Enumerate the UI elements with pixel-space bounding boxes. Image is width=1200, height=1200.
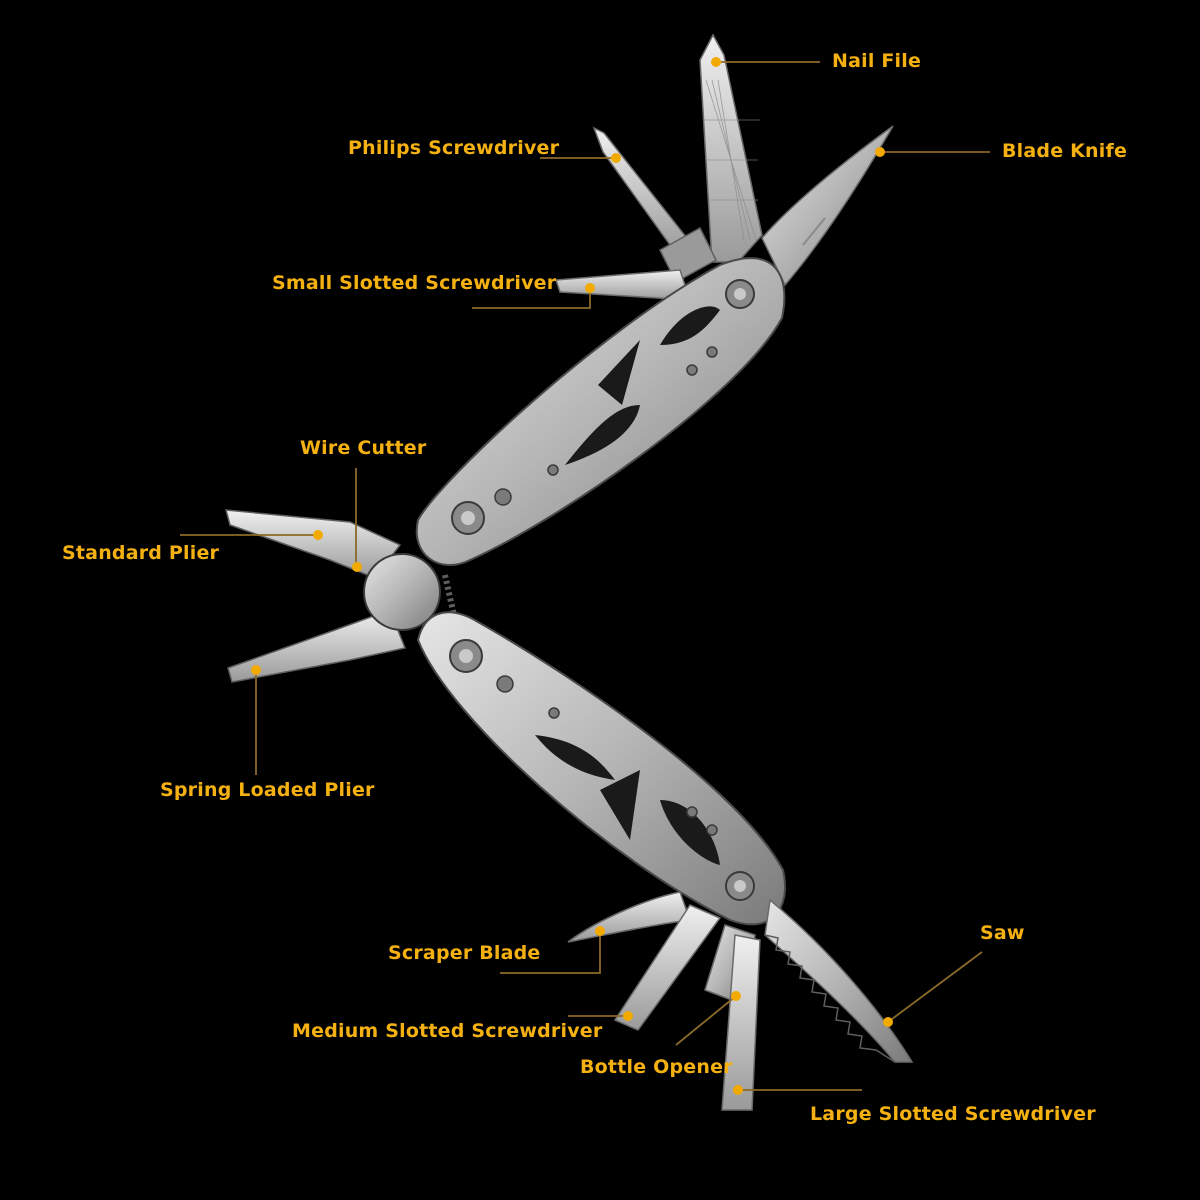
dot-spring-loaded-plier [251,665,261,675]
dot-medium-slotted-screwdriver [623,1011,633,1021]
label-philips-screwdriver: Philips Screwdriver [348,137,560,159]
label-large-slotted-screwdriver: Large Slotted Screwdriver [810,1103,1096,1125]
dot-blade-knife [875,147,885,157]
dot-standard-plier [313,530,323,540]
label-spring-loaded-plier: Spring Loaded Plier [160,779,375,801]
dot-wire-cutter [352,562,362,572]
label-bottle-opener: Bottle Opener [580,1056,733,1078]
philips-screwdriver-tool [592,126,717,284]
dot-philips-screwdriver [611,153,621,163]
label-nail-file: Nail File [832,50,922,72]
leader-small-slotted-screwdriver [472,288,591,309]
dot-nail-file [711,57,721,67]
leader-saw [887,951,983,1023]
label-medium-slotted-screwdriver: Medium Slotted Screwdriver [292,1020,603,1042]
label-wire-cutter: Wire Cutter [300,437,427,459]
dot-saw [883,1017,893,1027]
dot-small-slotted-screwdriver [585,283,595,293]
lower-handle [416,611,786,926]
leader-bottle-opener [675,995,737,1046]
large-slotted-screwdriver-tool [721,934,761,1111]
dot-large-slotted-screwdriver [733,1085,743,1095]
label-standard-plier: Standard Plier [62,542,220,564]
dot-scraper-blade [595,926,605,936]
medium-slotted-screwdriver-tool [613,904,722,1031]
blade-knife-tool [761,125,894,287]
nail-file-tool [699,33,763,263]
saw-tool [764,898,914,1063]
leader-lines [180,61,990,1091]
label-saw: Saw [980,922,1025,944]
label-small-slotted-screwdriver: Small Slotted Screwdriver [272,272,557,294]
dot-bottle-opener [731,991,741,1001]
upper-handle [415,257,786,566]
callout-dots [251,57,893,1095]
label-blade-knife: Blade Knife [1002,140,1128,162]
leader-scraper-blade [500,931,601,974]
label-scraper-blade: Scraper Blade [388,942,541,964]
